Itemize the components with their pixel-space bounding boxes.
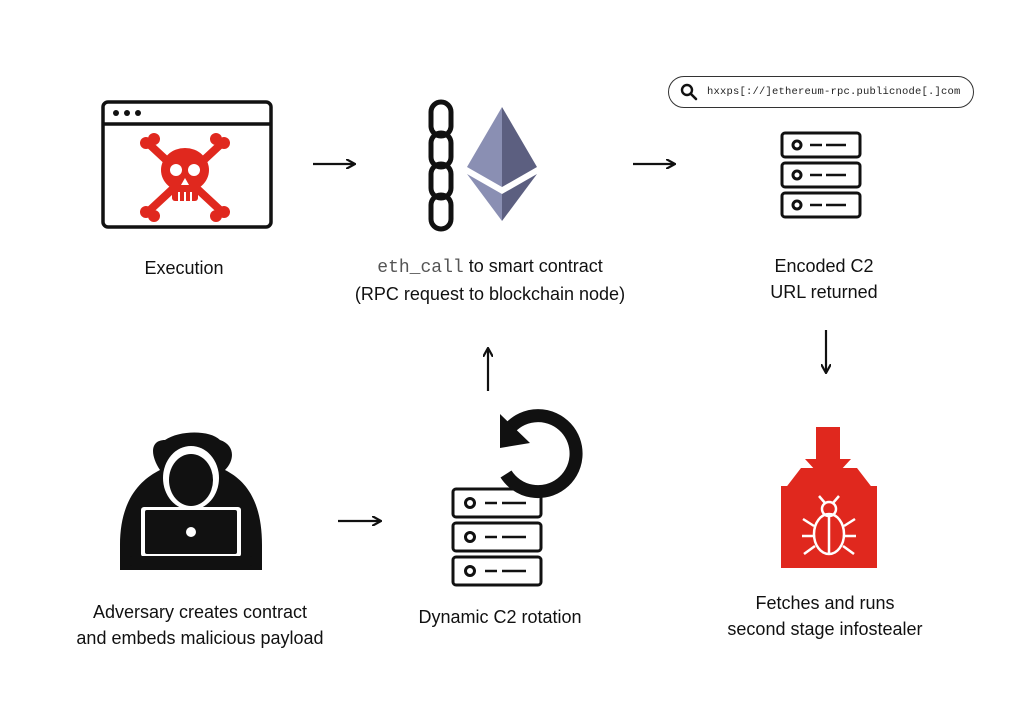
eth-call-suffix: to smart contract bbox=[463, 256, 603, 276]
c2-url-text: hxxps[://]ethereum-rpc.publicnode[.]com bbox=[707, 86, 961, 98]
rotation-label: Dynamic C2 rotation bbox=[400, 604, 600, 630]
execution-text: Execution bbox=[144, 258, 224, 278]
rotate-arrow-icon bbox=[500, 409, 583, 499]
adversary-label: Adversary creates contract and embeds ma… bbox=[50, 599, 350, 651]
skull-crossbones-icon bbox=[140, 133, 230, 222]
adversary-line2: and embeds malicious payload bbox=[76, 628, 324, 648]
encoded-c2-line2: URL returned bbox=[770, 282, 878, 302]
url-search-bar: hxxps[://]ethereum-rpc.publicnode[.]com bbox=[668, 76, 974, 108]
server-rack-icon bbox=[451, 487, 543, 587]
ethereum-icon bbox=[467, 107, 537, 221]
eth-call-code: eth_call bbox=[377, 258, 464, 278]
eth-call-label: eth_call to smart contract (RPC request … bbox=[330, 253, 650, 307]
search-icon bbox=[680, 83, 698, 101]
adversary-line1: Adversary creates contract bbox=[92, 602, 308, 622]
execution-label: Execution bbox=[104, 255, 264, 281]
encoded-c2-label: Encoded C2 URL returned bbox=[724, 253, 924, 305]
infostealer-label: Fetches and runs second stage infosteale… bbox=[700, 590, 950, 642]
eth-call-line1: eth_call to smart contract bbox=[330, 253, 650, 281]
server-rack-icon bbox=[780, 131, 862, 219]
chain-icon bbox=[428, 99, 454, 232]
hacker-hood-icon bbox=[120, 432, 262, 570]
bug-icon bbox=[802, 495, 856, 556]
infostealer-line1: Fetches and runs bbox=[755, 593, 895, 613]
eth-call-line2: (RPC request to blockchain node) bbox=[354, 284, 626, 304]
infostealer-line2: second stage infostealer bbox=[727, 619, 923, 639]
encoded-c2-line1: Encoded C2 bbox=[774, 256, 874, 276]
rotation-text: Dynamic C2 rotation bbox=[418, 607, 582, 627]
